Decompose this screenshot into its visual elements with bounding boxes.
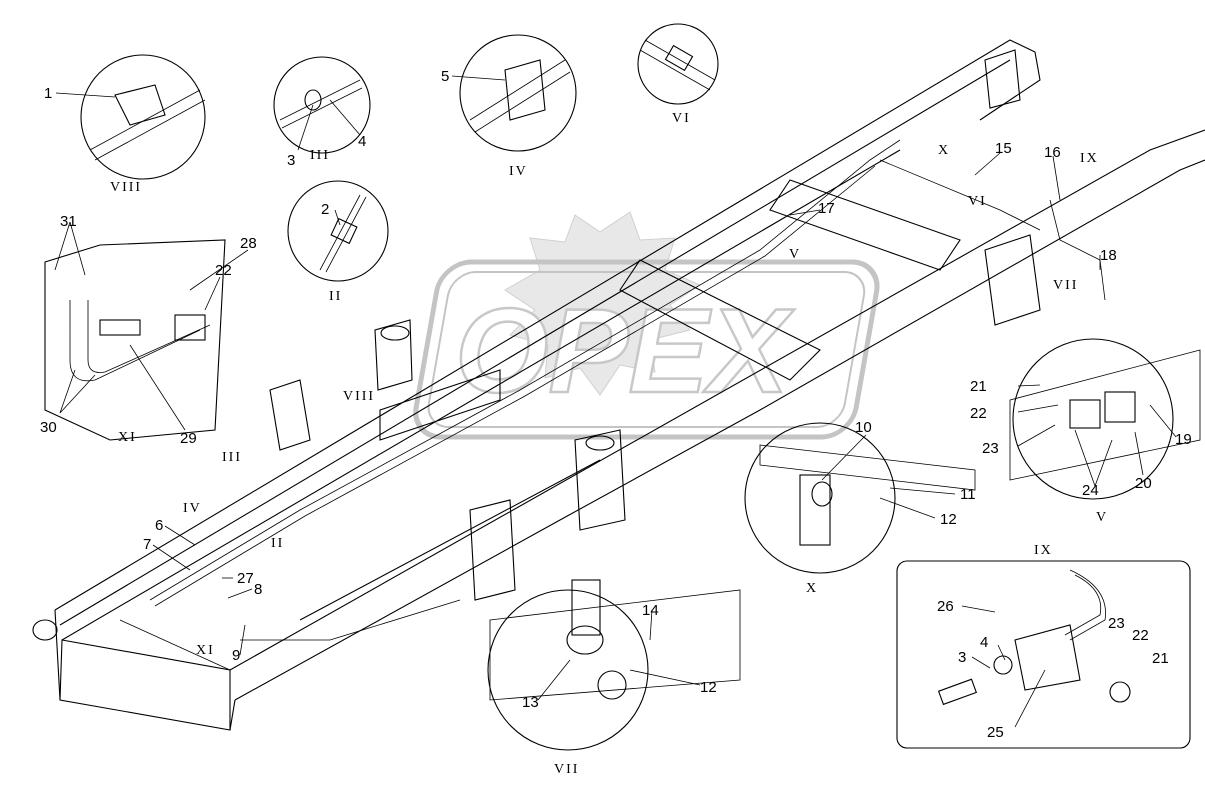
view-caption-viii: VIII [110, 180, 142, 195]
part-number-29: 29 [180, 430, 197, 447]
part-number-2: 2 [321, 201, 329, 218]
detail-circle-iii [273, 56, 371, 154]
view-caption-iv: IV [509, 164, 528, 179]
part-number-25: 25 [987, 724, 1004, 741]
view-caption-x: X [806, 581, 818, 596]
detail-circle-vii [487, 579, 741, 751]
part-number-28: 28 [240, 235, 257, 252]
part-number-26: 26 [937, 598, 954, 615]
detail-circle-v [1009, 338, 1201, 500]
part-number-3: 3 [287, 152, 295, 169]
watermark-text: OPEX [455, 284, 795, 418]
detail-circle-viii [80, 54, 206, 180]
frame-marker-xi: XI [196, 643, 215, 658]
part-number-27: 27 [237, 570, 254, 587]
part-number-22: 22 [215, 262, 232, 279]
view-caption-v: V [1096, 510, 1108, 525]
part-number-21: 21 [1152, 650, 1169, 667]
frame-marker-vii: VII [1053, 278, 1078, 293]
frame-marker-ix: IX [1080, 151, 1099, 166]
watermark-logo: OPEX [413, 211, 880, 440]
part-number-14: 14 [642, 602, 659, 619]
part-number-7: 7 [143, 536, 151, 553]
chassis-frame [32, 39, 1205, 731]
part-number-18: 18 [1100, 247, 1117, 264]
leader-lines [54, 75, 1177, 728]
view-captions: VIII III IV VI II XI V X VII IX X VI IX … [110, 111, 1108, 777]
part-number-23: 23 [982, 440, 999, 457]
frame-marker-x: X [938, 143, 950, 158]
part-number-17: 17 [818, 200, 835, 217]
part-number-21: 21 [970, 378, 987, 395]
part-number-20: 20 [1135, 475, 1152, 492]
part-number-22: 22 [970, 405, 987, 422]
part-number-11: 11 [960, 486, 976, 503]
frame-marker-iii: III [222, 450, 242, 465]
part-number-15: 15 [995, 140, 1012, 157]
view-caption-vii: VII [554, 762, 579, 777]
detail-circle-x [744, 422, 976, 574]
part-number-12: 12 [940, 511, 957, 528]
part-number-31: 31 [60, 213, 77, 230]
part-number-9: 9 [232, 647, 240, 664]
frame-marker-vi: VI [968, 194, 987, 209]
view-caption-iii: III [310, 148, 330, 163]
part-number-10: 10 [855, 419, 872, 436]
detail-circle-iv [459, 34, 577, 152]
part-number-4: 4 [980, 634, 988, 651]
part-number-30: 30 [40, 419, 57, 436]
frame-marker-ii: II [271, 536, 284, 551]
part-number-1: 1 [44, 85, 52, 102]
part-number-16: 16 [1044, 144, 1061, 161]
part-number-24: 24 [1082, 482, 1099, 499]
frame-marker-iv: IV [183, 501, 202, 516]
frame-marker-v: V [789, 247, 801, 262]
part-number-12: 12 [700, 679, 717, 696]
detail-circle-xi [44, 239, 226, 441]
view-caption-xi: XI [118, 430, 137, 445]
detail-circle-vi [637, 23, 719, 105]
part-number-22: 22 [1132, 627, 1149, 644]
part-number-6: 6 [155, 517, 163, 534]
part-number-23: 23 [1108, 615, 1125, 632]
detail-circle-ii [287, 180, 389, 282]
part-number-labels: 1 3 4 5 2 31 28 22 30 29 15 16 17 18 21 … [40, 68, 1192, 741]
view-caption-vi: VI [672, 111, 691, 126]
view-caption-ii: II [329, 289, 342, 304]
part-number-4: 4 [358, 133, 366, 150]
view-caption-ix: IX [1034, 543, 1053, 558]
part-number-13: 13 [522, 694, 539, 711]
detail-box-ix [896, 560, 1191, 749]
frame-marker-viii: VIII [343, 389, 375, 404]
part-number-8: 8 [254, 581, 262, 598]
part-number-3: 3 [958, 649, 966, 666]
part-number-19: 19 [1175, 431, 1192, 448]
part-number-5: 5 [441, 68, 449, 85]
